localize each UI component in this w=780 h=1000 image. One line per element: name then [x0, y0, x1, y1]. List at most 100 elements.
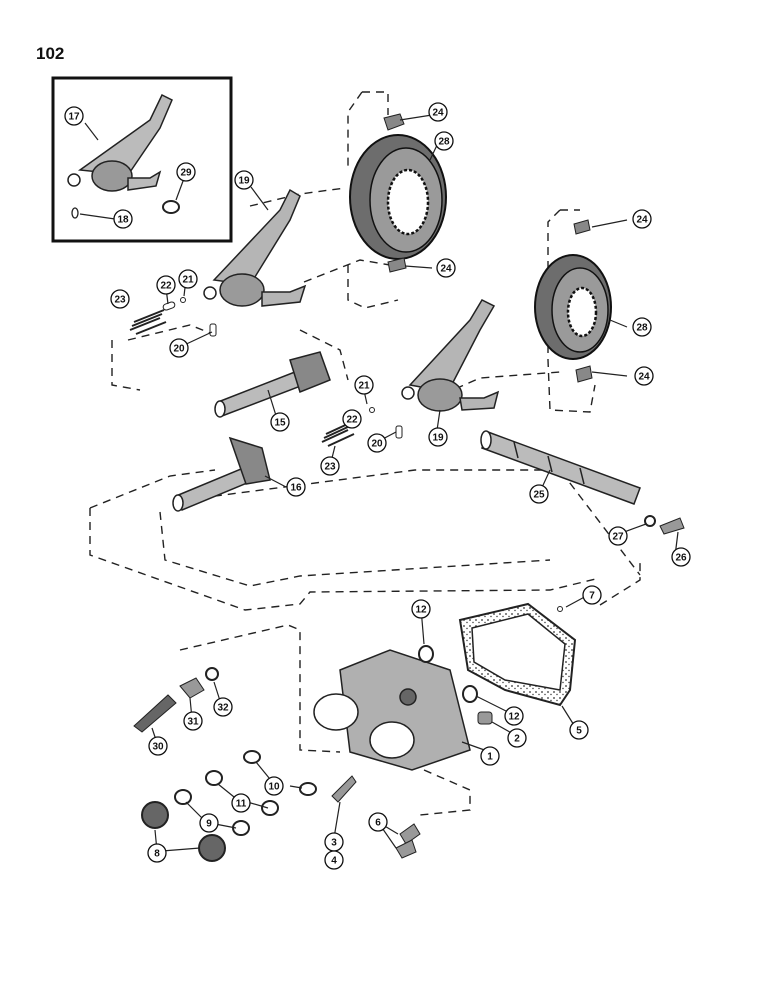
callout-number: 23: [324, 462, 336, 473]
callout-5: 5: [569, 720, 589, 740]
callout-19: 19: [234, 170, 254, 190]
washer-29: [162, 200, 180, 214]
callout-12: 12: [504, 706, 524, 726]
spring-23-upper: [129, 309, 167, 335]
callout-number: 27: [612, 532, 624, 543]
clip-10-b: [299, 782, 317, 796]
callout-26: 26: [671, 547, 691, 567]
seal-8-b: [198, 834, 226, 862]
pin-20-upper: [209, 323, 217, 337]
callout-number: 2: [514, 734, 520, 745]
callout-3: 3: [324, 832, 344, 852]
callout-number: 32: [217, 703, 229, 714]
callout-20: 20: [367, 433, 387, 453]
plug-6-a: [399, 823, 421, 845]
callout-21: 21: [178, 269, 198, 289]
callout-number: 23: [114, 295, 126, 306]
key-24-d: [575, 365, 593, 383]
callout-number: 30: [152, 742, 164, 753]
callout-labels: 1234567891011121215161718191920202121222…: [64, 102, 691, 870]
callout-number: 19: [238, 176, 250, 187]
ball-21-upper: [180, 297, 186, 303]
callout-28: 28: [632, 317, 652, 337]
callout-8: 8: [147, 843, 167, 863]
callout-24: 24: [436, 258, 456, 278]
switch-31: [179, 677, 205, 699]
callout-24: 24: [634, 366, 654, 386]
callout-28: 28: [434, 131, 454, 151]
callout-number: 9: [206, 819, 212, 830]
bushing-2: [477, 711, 493, 725]
callout-1: 1: [480, 746, 500, 766]
shaft-25: [480, 430, 641, 505]
callout-6: 6: [368, 812, 388, 832]
callout-number: 7: [589, 591, 595, 602]
callout-22: 22: [156, 275, 176, 295]
callout-18: 18: [113, 209, 133, 229]
callout-number: 25: [533, 490, 545, 501]
plunger-22-upper: [162, 301, 176, 311]
callout-22: 22: [342, 409, 362, 429]
key-24-c: [573, 219, 591, 235]
callout-number: 22: [346, 415, 358, 426]
shift-fork-inset: [67, 93, 173, 192]
callout-19: 19: [428, 427, 448, 447]
callout-24: 24: [428, 102, 448, 122]
washer-27: [644, 515, 656, 527]
page-number: 102: [36, 44, 65, 63]
callout-16: 16: [286, 477, 306, 497]
key-24-a: [383, 113, 405, 131]
callout-number: 24: [440, 264, 452, 275]
callout-number: 11: [236, 799, 247, 810]
synchronizer-ring-28-lower: [534, 254, 612, 360]
callout-12: 12: [411, 599, 431, 619]
callout-number: 21: [358, 381, 370, 392]
seal-8-a: [141, 801, 169, 829]
knob-30: [133, 694, 177, 733]
callout-23: 23: [320, 456, 340, 476]
callout-number: 17: [68, 112, 80, 123]
callout-25: 25: [529, 484, 549, 504]
callout-number: 15: [274, 418, 286, 429]
callout-number: 24: [636, 215, 648, 226]
callout-number: 4: [331, 856, 337, 867]
callout-4: 4: [324, 850, 344, 870]
cover-housing-1: [313, 649, 471, 771]
clip-10-a: [243, 750, 261, 764]
callout-number: 1: [487, 752, 493, 763]
callout-number: 20: [173, 344, 185, 355]
callout-31: 31: [183, 711, 203, 731]
callout-number: 16: [290, 483, 302, 494]
washer-12-b: [462, 685, 478, 703]
callout-number: 20: [371, 439, 383, 450]
callout-number: 24: [432, 108, 444, 119]
shift-fork-19-upper: [203, 188, 307, 307]
inset-frame: [51, 76, 233, 243]
ball-7: [557, 606, 563, 612]
ring-9-a: [174, 789, 192, 805]
callout-number: 5: [576, 726, 582, 737]
shift-rail-15: [214, 351, 331, 418]
callout-number: 19: [432, 433, 444, 444]
callout-2: 2: [507, 728, 527, 748]
callout-number: 6: [375, 818, 381, 829]
callout-number: 8: [154, 849, 160, 860]
spring-23-lower: [321, 421, 355, 447]
callout-24: 24: [632, 209, 652, 229]
bolt-26: [659, 517, 685, 535]
callout-23: 23: [110, 289, 130, 309]
shift-fork-19-lower: [401, 299, 500, 412]
callout-number: 3: [331, 838, 337, 849]
callout-32: 32: [213, 697, 233, 717]
callout-7: 7: [582, 585, 602, 605]
bolt-3: [331, 775, 357, 803]
callout-10: 10: [264, 776, 284, 796]
callout-number: 12: [508, 712, 520, 723]
washer-11-a: [205, 770, 223, 786]
callout-number: 21: [182, 275, 194, 286]
callout-number: 29: [180, 168, 192, 179]
washer-11-b: [261, 800, 279, 816]
washer-12-a: [418, 645, 434, 663]
key-24-b: [387, 257, 407, 273]
